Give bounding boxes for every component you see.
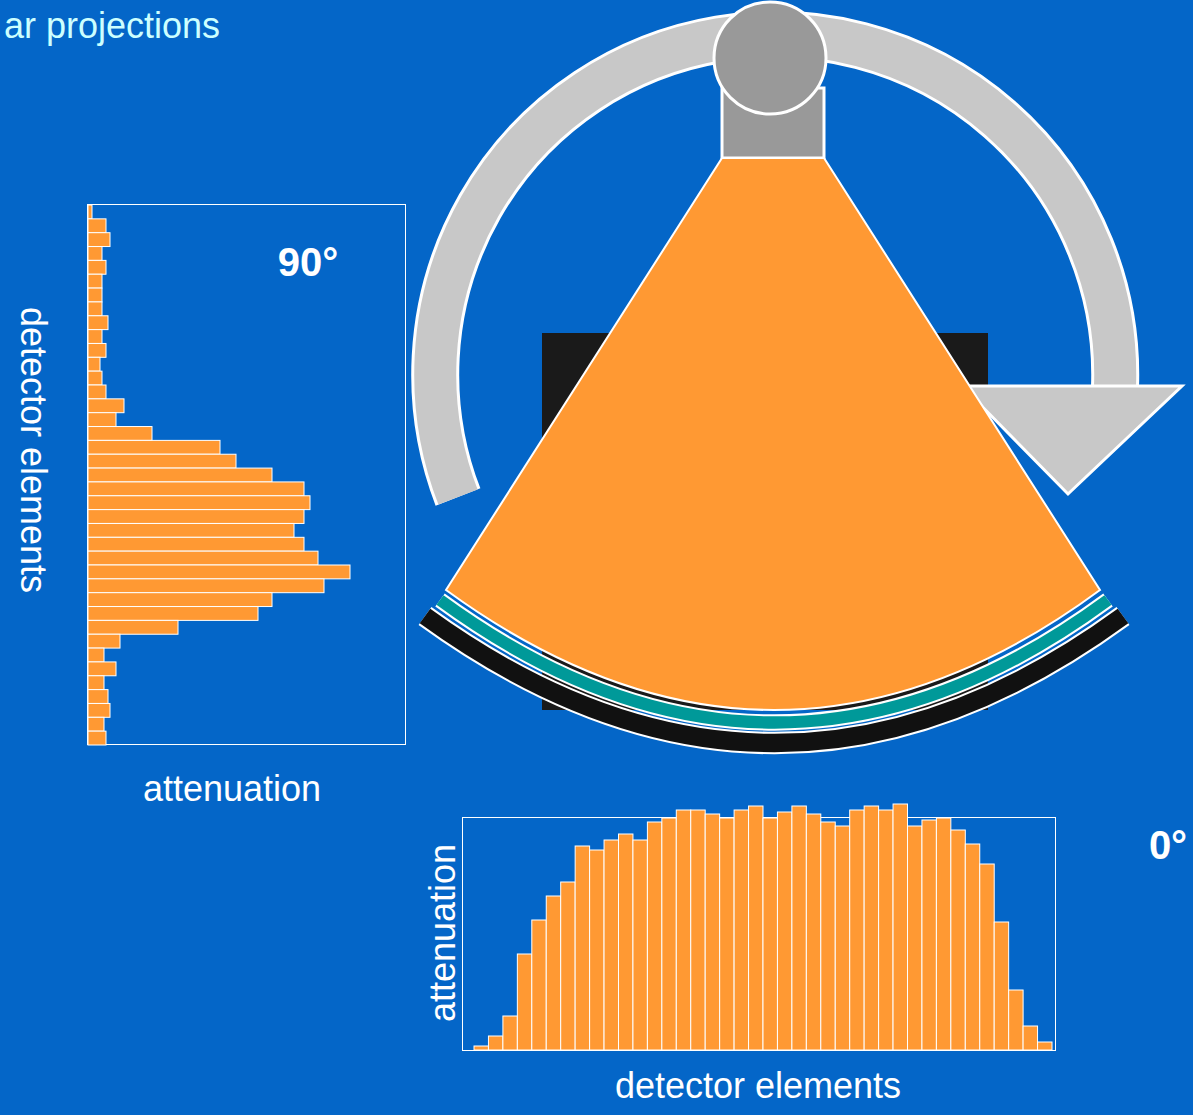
bar bbox=[850, 810, 864, 1050]
bar bbox=[546, 896, 560, 1050]
bar bbox=[676, 810, 690, 1050]
bar bbox=[749, 806, 763, 1050]
bar bbox=[88, 468, 272, 482]
bar bbox=[88, 233, 110, 247]
bar bbox=[88, 648, 104, 662]
bar bbox=[88, 219, 106, 233]
bar bbox=[821, 822, 835, 1050]
axis-label: attenuation bbox=[425, 844, 461, 1022]
bar bbox=[88, 302, 102, 316]
bar bbox=[88, 690, 108, 704]
bar bbox=[1023, 1026, 1037, 1050]
bar bbox=[647, 822, 661, 1050]
bar bbox=[88, 551, 318, 565]
bar bbox=[777, 812, 791, 1050]
detector-array-outline bbox=[440, 600, 1108, 723]
bar bbox=[88, 482, 304, 496]
bar bbox=[705, 814, 719, 1050]
x-ray-fan-beam bbox=[446, 158, 1100, 710]
axis-label: detector elements bbox=[15, 307, 51, 593]
bar bbox=[88, 330, 102, 344]
bar bbox=[88, 440, 220, 454]
bar bbox=[792, 806, 806, 1050]
bar bbox=[88, 620, 178, 634]
bar bbox=[474, 1046, 488, 1050]
bar bbox=[88, 371, 102, 385]
bar bbox=[88, 717, 104, 731]
bar bbox=[88, 634, 120, 648]
bar bbox=[88, 662, 116, 676]
bar bbox=[88, 357, 100, 371]
bar bbox=[88, 454, 236, 468]
bar bbox=[88, 496, 310, 510]
bar bbox=[88, 260, 106, 274]
bar bbox=[763, 818, 777, 1050]
bar bbox=[503, 1016, 517, 1050]
bar bbox=[908, 826, 922, 1050]
bar bbox=[88, 607, 258, 621]
bar bbox=[88, 593, 272, 607]
detector-array bbox=[440, 600, 1108, 723]
bar bbox=[88, 205, 92, 219]
bar bbox=[88, 274, 102, 288]
bar bbox=[88, 385, 106, 399]
bar bbox=[88, 427, 152, 441]
bar bbox=[88, 537, 304, 551]
bar bbox=[1038, 1042, 1052, 1050]
bar bbox=[633, 840, 647, 1050]
bar bbox=[88, 731, 106, 745]
bar bbox=[893, 804, 907, 1050]
bar bbox=[951, 830, 965, 1050]
bar bbox=[88, 510, 304, 524]
bar bbox=[561, 882, 575, 1050]
bar bbox=[88, 343, 106, 357]
bar bbox=[965, 844, 979, 1050]
bar bbox=[488, 1036, 502, 1050]
angle-label: 0° bbox=[1149, 825, 1187, 865]
bar bbox=[994, 922, 1008, 1050]
bar bbox=[517, 954, 531, 1050]
bar bbox=[619, 834, 633, 1050]
bar bbox=[88, 288, 102, 302]
bar bbox=[662, 818, 676, 1050]
angle-label: 90° bbox=[278, 242, 339, 282]
axis-label: attenuation bbox=[143, 771, 321, 807]
bar bbox=[88, 523, 294, 537]
bar bbox=[806, 814, 820, 1050]
bar bbox=[691, 810, 705, 1050]
bar bbox=[88, 413, 116, 427]
bar bbox=[88, 247, 102, 261]
bar bbox=[604, 840, 618, 1050]
projection-bars-0 bbox=[474, 804, 1052, 1050]
bar bbox=[936, 818, 950, 1050]
bar bbox=[734, 810, 748, 1050]
bar bbox=[88, 399, 124, 413]
bar bbox=[879, 810, 893, 1050]
slide-title: ar projections bbox=[4, 8, 220, 44]
bar bbox=[1009, 990, 1023, 1050]
bar bbox=[980, 864, 994, 1050]
projection-bars-90 bbox=[88, 205, 350, 745]
bar bbox=[532, 920, 546, 1050]
bar bbox=[590, 850, 604, 1050]
bar bbox=[88, 703, 110, 717]
bar bbox=[835, 826, 849, 1050]
axis-label: detector elements bbox=[615, 1068, 901, 1104]
bar bbox=[88, 676, 104, 690]
bar bbox=[88, 579, 324, 593]
chart-frame-90 bbox=[88, 205, 406, 745]
bar bbox=[88, 565, 350, 579]
bar bbox=[88, 316, 108, 330]
x-ray-tube bbox=[714, 2, 826, 114]
bar bbox=[575, 846, 589, 1050]
bar bbox=[922, 820, 936, 1050]
bar bbox=[720, 818, 734, 1050]
bar bbox=[864, 806, 878, 1050]
